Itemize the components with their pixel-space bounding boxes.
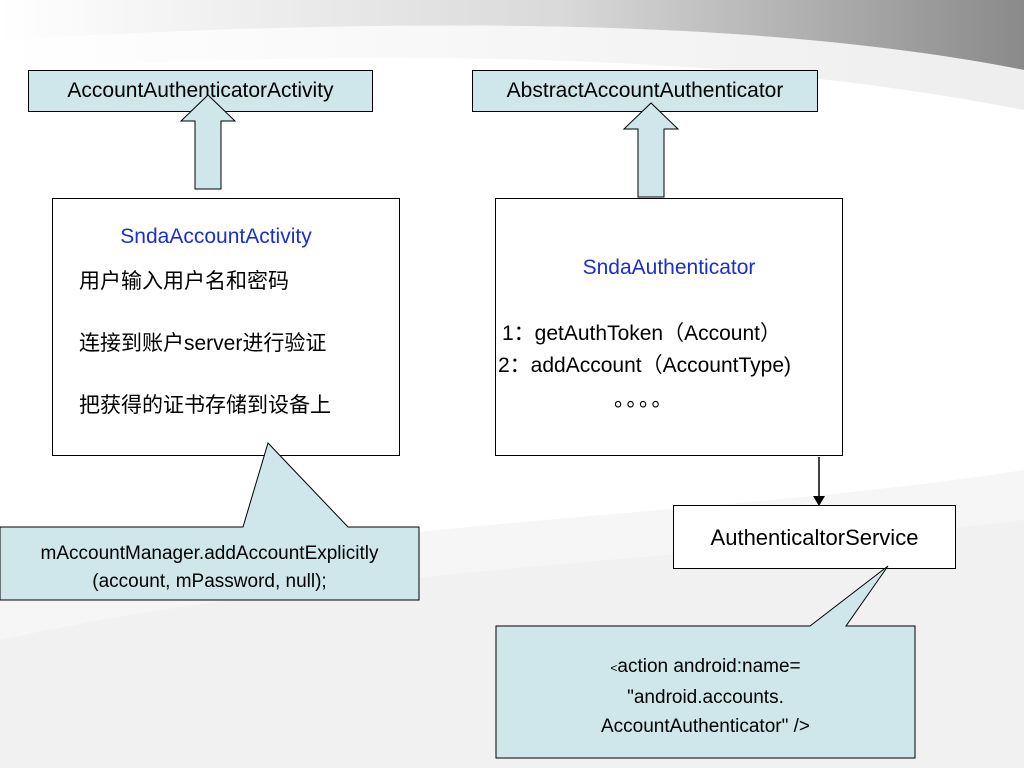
callout-left-line1: mAccountManager.addAccountExplicitly: [40, 543, 379, 564]
activity-line-connect-pre: 连接到账户: [79, 331, 184, 355]
authenticator-line-add-account: 2：addAccount（AccountType): [498, 354, 791, 377]
activity-line-connect-post: 进行验证: [242, 331, 327, 355]
snda-authenticator-title: SndaAuthenticator: [582, 256, 756, 279]
account-authenticator-activity-box: AccountAuthenticatorActivity: [28, 70, 373, 112]
callout-right-line1: <action android:name=: [496, 652, 915, 683]
abstract-account-authenticator-label: AbstractAccountAuthenticator: [506, 79, 784, 102]
callout-right-text: <action android:name= "android.accounts.…: [496, 652, 915, 741]
snda-account-activity-box: SndaAccountActivity 用户输入用户名和密码 连接到账户serv…: [52, 198, 400, 456]
activity-line-input: 用户输入用户名和密码: [79, 269, 289, 293]
activity-line-connect-server: server: [184, 332, 243, 355]
callout-left-line2: (account, mPassword, null);: [92, 571, 327, 592]
activity-line-store: 把获得的证书存储到设备上: [79, 393, 331, 417]
snda-account-activity-title: SndaAccountActivity: [120, 225, 312, 248]
authenticator-service-box: AuthenticaltorService: [673, 505, 956, 569]
callout-right-line3: AccountAuthenticator" />: [600, 716, 810, 737]
authenticator-line-get-auth-token: 1：getAuthToken（Account）: [502, 322, 781, 345]
callout-right-line2: "android.accounts.: [627, 687, 784, 708]
authenticator-line-ellipsis: 。。。。: [614, 388, 675, 411]
callout-left-text: mAccountManager.addAccountExplicitly (ac…: [0, 540, 419, 596]
callout-right-lt: <: [610, 661, 618, 675]
snda-authenticator-box: SndaAuthenticator 1：getAuthToken（Account…: [495, 198, 843, 456]
activity-line-connect: 连接到账户server进行验证: [79, 327, 326, 357]
account-authenticator-activity-label: AccountAuthenticatorActivity: [67, 79, 334, 102]
authenticator-service-label: AuthenticaltorService: [710, 525, 919, 550]
callout-right-line1-text: action android:name=: [617, 656, 801, 677]
